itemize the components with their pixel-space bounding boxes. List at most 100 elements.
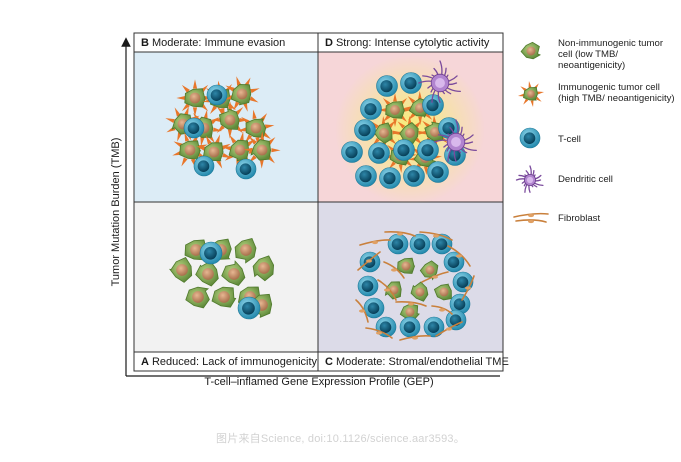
quadrant-d-letter: D <box>325 37 333 49</box>
t-cell <box>354 119 376 141</box>
t-cell <box>193 155 215 177</box>
legend-text-t-cell: T-cell <box>558 134 581 145</box>
immunogenic-tumor-cell <box>377 92 413 128</box>
t-cell <box>357 275 379 297</box>
t-cell <box>431 233 453 255</box>
quadrant-c-cell-cluster <box>355 231 475 341</box>
t-cell <box>387 233 409 255</box>
fibroblast <box>435 321 463 337</box>
immunogenic-tumor-cell <box>237 109 275 147</box>
fibroblast-icon <box>513 212 549 224</box>
non-immunogenic-tumor-cell <box>419 260 439 281</box>
t-cell <box>449 293 471 315</box>
non-immunogenic-tumor-cell <box>185 286 210 309</box>
t-cell <box>363 297 385 319</box>
quadrant-b-cell-cluster <box>165 76 281 180</box>
non-immunogenic-tumor-cell-icon <box>520 41 541 60</box>
immunogenic-tumor-cell <box>176 79 214 117</box>
quadrant-a-label-strip <box>134 352 318 371</box>
non-immunogenic-tumor-cell <box>399 303 420 321</box>
non-immunogenic-tumor-cell <box>397 257 416 274</box>
fibroblast <box>461 275 475 301</box>
quadrant-b-text: Moderate: Immune evasion <box>151 37 286 49</box>
t-cell <box>183 117 205 139</box>
fibroblast <box>431 305 453 315</box>
quadrant-a-letter: A <box>141 356 149 368</box>
fibroblast <box>365 327 393 339</box>
legend-item-dendritic-cell: Dendritic cell <box>514 174 674 222</box>
t-cell <box>379 167 401 189</box>
non-immunogenic-tumor-cell <box>410 281 429 302</box>
fibroblast <box>395 301 427 307</box>
non-immunogenic-tumor-cell <box>195 260 219 287</box>
t-cell <box>368 142 390 164</box>
quadrant-c-text: Moderate: Stromal/endothelial TME <box>335 356 509 368</box>
fibroblast <box>384 231 416 237</box>
t-cell <box>376 75 398 97</box>
t-cell <box>427 161 449 183</box>
x-axis-label: T-cell–inflamed Gene Expression Profile … <box>204 376 434 388</box>
non-immunogenic-tumor-cell <box>433 283 452 301</box>
t-cell <box>417 139 439 161</box>
non-immunogenic-tumor-cell <box>221 260 246 286</box>
fibroblast <box>377 279 397 301</box>
quadrant-d-label-strip <box>318 33 503 52</box>
legend-item-non-immunogenic: Non-immunogenic tumor cell (low TMB/ neo… <box>514 38 674 86</box>
non-immunogenic-tumor-cell <box>234 238 257 264</box>
t-cell <box>355 165 377 187</box>
t-cell <box>400 72 422 94</box>
legend-item-immunogenic: Immunogenic tumor cell (high TMB/ neoant… <box>514 82 675 130</box>
t-cell <box>206 84 228 106</box>
t-cell <box>199 241 223 265</box>
dendritic-cell-icon <box>515 165 544 193</box>
fibroblast <box>383 261 405 279</box>
non-immunogenic-tumor-cell <box>211 286 237 308</box>
quadrant-a-text: Reduced: Lack of immunogenicity <box>151 356 318 368</box>
fibroblast <box>359 239 391 246</box>
dendritic-cell <box>434 119 477 162</box>
t-cell <box>399 316 421 338</box>
quadrant-c-letter: C <box>325 356 333 368</box>
t-cell <box>445 309 467 331</box>
t-cell <box>237 296 261 320</box>
immunogenic-tumor-cell-icon <box>517 80 545 108</box>
immunogenic-tumor-cell <box>243 131 281 169</box>
t-cell-icon <box>519 127 541 149</box>
quadrant-b-label-strip <box>134 33 318 52</box>
t-cell <box>423 316 445 338</box>
fibroblast-icon-strand-2 <box>515 219 547 224</box>
non-immunogenic-tumor-cell <box>252 255 275 282</box>
legend-text-dendritic-cell: Dendritic cell <box>558 174 613 185</box>
t-cell <box>403 165 425 187</box>
non-immunogenic-tumor-cell <box>169 256 193 283</box>
t-cell <box>341 141 363 163</box>
t-cell <box>393 139 415 161</box>
fibroblast <box>399 335 431 341</box>
quadrant-c-label-strip <box>318 352 503 371</box>
legend-text-fibroblast: Fibroblast <box>558 213 601 224</box>
legend-text-immunogenic: Immunogenic tumor cell (high TMB/ neoant… <box>558 82 675 104</box>
t-cell <box>409 233 431 255</box>
legend-item-fibroblast: Fibroblast <box>514 213 674 261</box>
quadrant-a-cell-cluster <box>169 238 275 320</box>
fibroblast <box>447 245 471 267</box>
legend-text-non-immunogenic: Non-immunogenic tumor cell (low TMB/ neo… <box>558 38 664 71</box>
quadrant-d-cell-cluster <box>335 55 485 205</box>
quadrant-grid <box>133 32 504 372</box>
fibroblast-icon-strand-1 <box>513 212 549 218</box>
fibroblast <box>419 231 453 241</box>
t-cell <box>235 158 257 180</box>
y-axis-label: Tumor Mutation Burden (TMB) <box>110 137 122 287</box>
immunogenic-tumor-cell <box>211 101 249 139</box>
dendritic-cell <box>418 60 461 103</box>
t-cell <box>360 98 382 120</box>
legend-item-t-cell: T-cell <box>514 134 674 182</box>
t-cell <box>422 94 444 116</box>
fibroblast <box>355 299 369 323</box>
quadrant-d-text: Strong: Intense cytolytic activity <box>335 37 490 49</box>
